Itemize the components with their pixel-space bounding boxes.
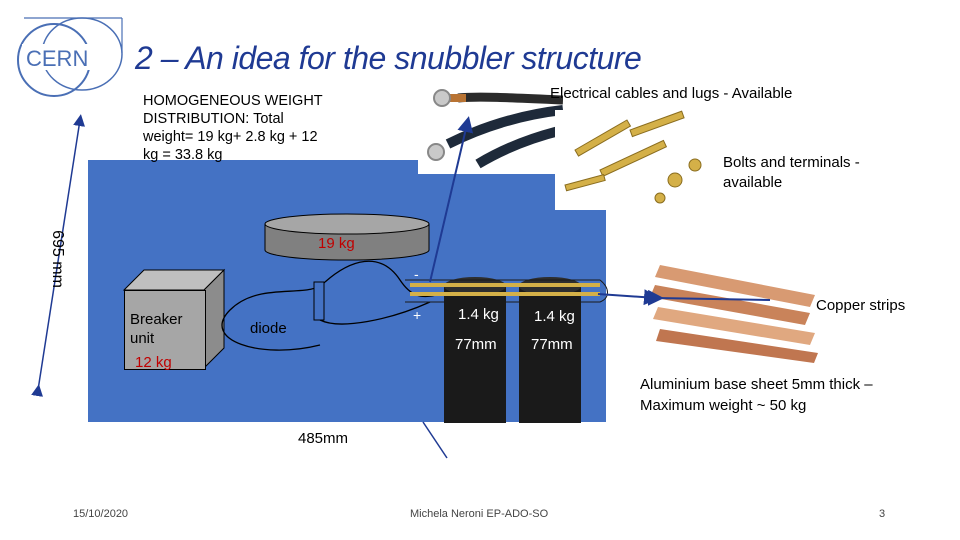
breaker-weight: 12 kg [135, 354, 172, 371]
minus-terminal-label: - [414, 266, 419, 282]
footer-author: Michela Neroni EP-ADO-SO [410, 508, 549, 520]
width-dimension-line [422, 421, 448, 459]
capacitor-1-length: 77mm [455, 336, 497, 353]
breaker-unit-box [124, 290, 206, 370]
copper-strips-label: Copper strips [816, 297, 906, 314]
cern-logo-text: CERN [26, 46, 88, 71]
bolts-label: Bolts and terminals - available [723, 154, 860, 191]
page-number: 3 [879, 508, 886, 520]
weight-distribution-note: HOMOGENEOUS WEIGHT DISTRIBUTION: Total w… [143, 93, 323, 163]
capacitor-1-weight: 1.4 kg [458, 306, 499, 323]
copper-strips-photo [650, 265, 818, 363]
bolts-photo [555, 110, 715, 210]
capacitor-2-weight: 1.4 kg [534, 308, 575, 325]
slide-title: 2 – An idea for the snubbler structure [135, 40, 642, 76]
capacitor-2-length: 77mm [531, 336, 573, 353]
cables-photo [418, 84, 563, 174]
note-background [141, 86, 333, 160]
width-dimension-label: 485mm [298, 430, 349, 447]
plus-terminal-label: + [413, 307, 422, 323]
diode-label: diode [250, 320, 287, 337]
cern-logo: CERN [17, 17, 123, 97]
height-dimension-label: 695 mm [48, 230, 66, 288]
breaker-unit-label: Breaker unit [130, 311, 183, 347]
aluminium-label: Aluminium base sheet 5mm thick – Maximum… [640, 376, 873, 414]
cables-label: Electrical cables and lugs - Available [550, 85, 793, 102]
footer-date: 15/10/2020 [73, 508, 129, 520]
resistor-weight: 19 kg [318, 235, 355, 252]
